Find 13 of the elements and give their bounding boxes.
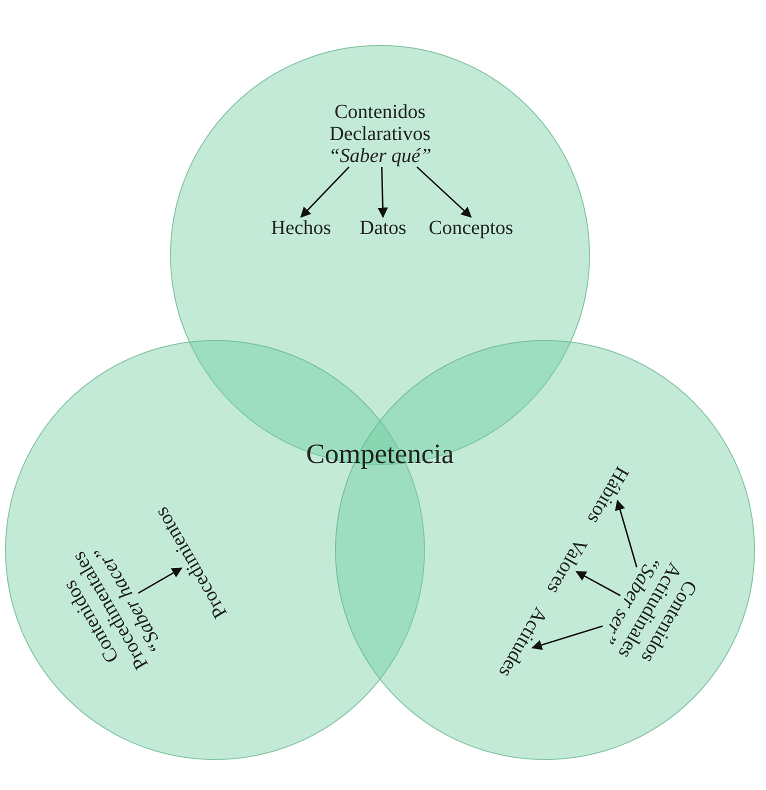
content-type-label: Datos [360, 217, 406, 240]
arrow [615, 500, 638, 568]
center-label: Competencia [306, 439, 454, 471]
arrow [300, 166, 350, 218]
circle-subtitle: “Saber qué” [328, 145, 432, 167]
content-type-label: Hechos [271, 217, 331, 240]
arrow [531, 625, 603, 650]
arrow [138, 567, 182, 594]
content-type-label: Conceptos [428, 217, 514, 240]
circle-heading: Contenidos Declarativos [328, 101, 432, 145]
arrow [416, 166, 472, 218]
arrow [378, 166, 388, 218]
arrow [575, 570, 621, 596]
